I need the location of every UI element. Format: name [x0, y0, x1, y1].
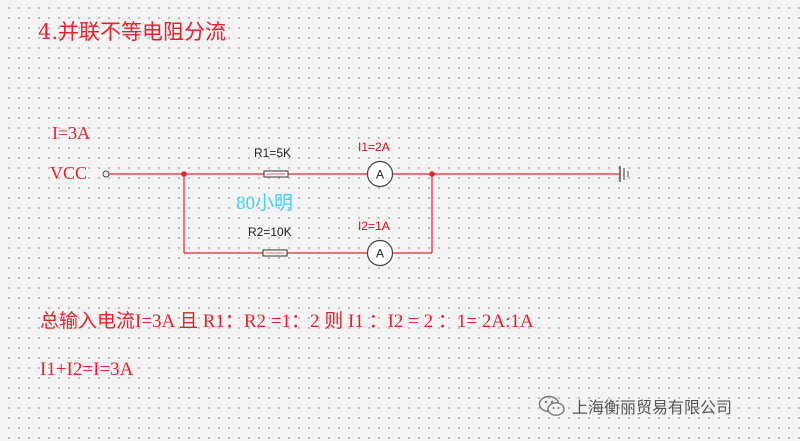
- ammeter-1-label: I1=2A: [358, 140, 390, 154]
- summary-line-1: 总输入电流I=3A 且 R1：R2 =1：2 则 I1 ：I2 = 2 ：1= …: [40, 311, 534, 332]
- ground-icon: [619, 166, 629, 182]
- r1-label: R1=5K: [254, 146, 291, 160]
- vcc-terminal: [102, 170, 110, 178]
- junction-left: [181, 171, 187, 177]
- footer-company-name: 上海衡丽贸易有限公司: [572, 398, 733, 417]
- ammeter-1: [366, 160, 394, 188]
- summary-line-2: I1+I2=I=3A: [40, 359, 134, 380]
- ammeter-2-label: I2=1A: [358, 219, 390, 233]
- r2-label: R2=10K: [248, 225, 292, 239]
- footer-watermark: 上海衡丽贸易有限公司: [538, 394, 732, 418]
- watermark-text: 80小明: [236, 193, 294, 214]
- vcc-label: VCC: [50, 163, 88, 183]
- ammeter-2: [366, 239, 394, 267]
- source-current-label: I=3A: [52, 123, 91, 143]
- wechat-icon: [538, 395, 565, 416]
- page-title: 4.并联不等电阻分流: [38, 20, 227, 44]
- junction-right: [429, 171, 435, 177]
- ammeter-2-symbol: A: [376, 247, 384, 261]
- ammeter-1-symbol: A: [376, 168, 384, 182]
